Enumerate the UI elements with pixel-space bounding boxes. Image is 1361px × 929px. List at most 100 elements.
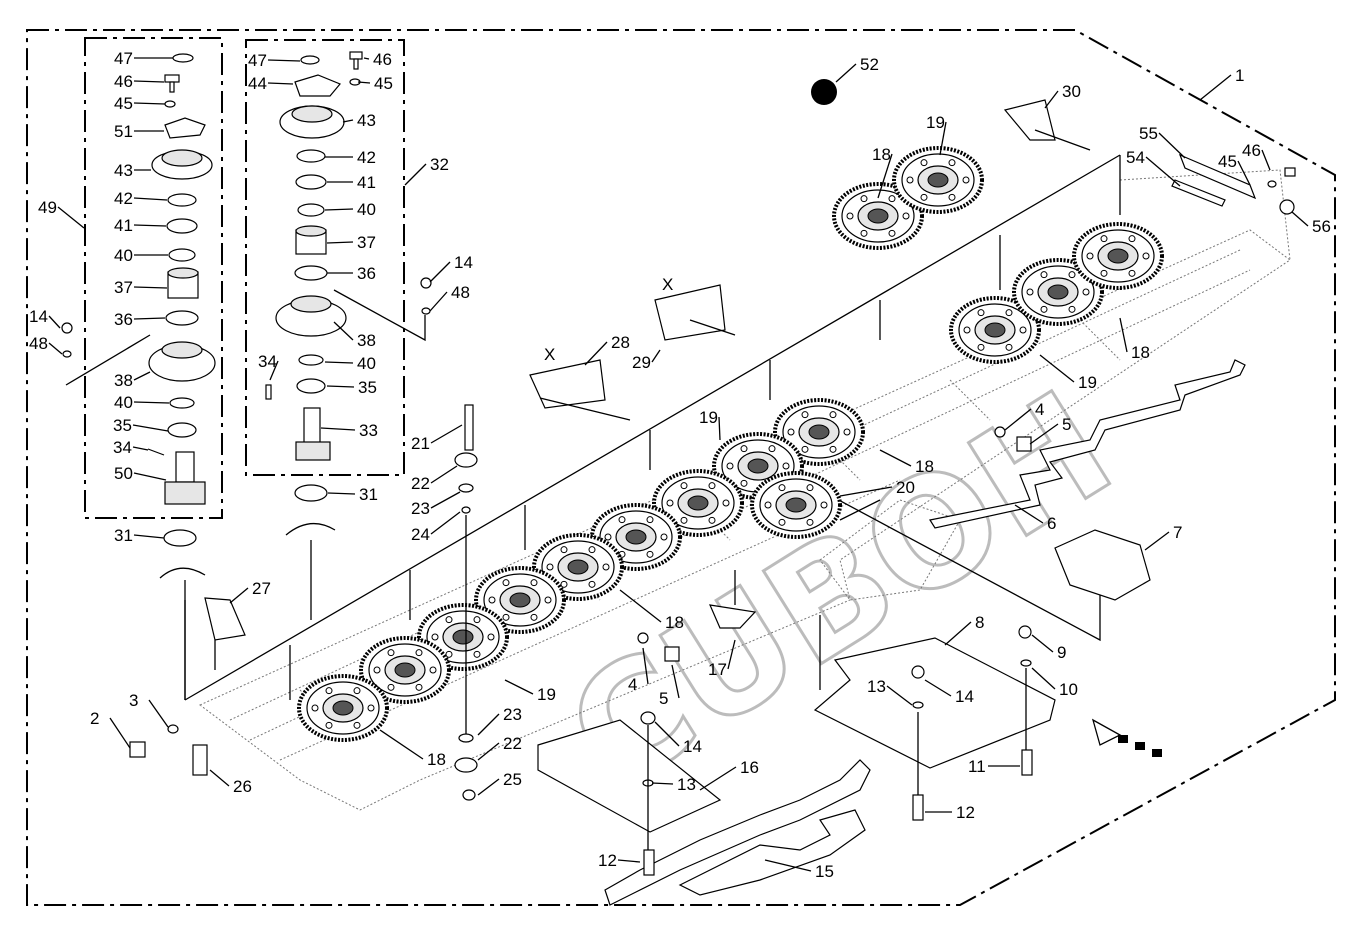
part-label-p46c: 46: [1242, 141, 1261, 160]
part-label-p26: 26: [233, 777, 252, 796]
part-label-p45a: 45: [374, 74, 393, 93]
part-label-p10: 10: [1059, 680, 1078, 699]
leader-p18c: [879, 449, 912, 467]
leader-p46c: [1261, 149, 1271, 171]
part-label-p50: 50: [114, 464, 133, 483]
leader-p14c: [429, 261, 451, 283]
leader-p19c: [718, 416, 721, 441]
part-label-p37a: 37: [357, 233, 376, 252]
leader-p46b: [133, 80, 165, 83]
part-label-p27: 27: [252, 579, 271, 598]
leader-p54: [1145, 156, 1181, 187]
leader-p4b: [1004, 408, 1032, 431]
part-label-p34a: 34: [258, 352, 277, 371]
part-label-p40d: 40: [114, 393, 133, 412]
part-label-p45c: 45: [1218, 152, 1237, 171]
leader-p34a: [269, 360, 279, 381]
leader-p35b: [132, 424, 169, 432]
leader-p18b: [1119, 317, 1128, 353]
part-label-p22b: 22: [503, 734, 522, 753]
part-label-p47a: 47: [248, 51, 267, 70]
part-label-p12b: 12: [598, 851, 617, 870]
leader-p18d: [619, 589, 662, 623]
leader-p23a: [430, 491, 461, 509]
part-label-p55: 55: [1139, 124, 1158, 143]
leader-p14d: [48, 315, 61, 329]
part-label-p25: 25: [503, 770, 522, 789]
leader-p7: [1144, 531, 1170, 551]
leader-p41b: [133, 224, 167, 227]
leader-p30: [1044, 90, 1059, 109]
spur-gear: [1072, 222, 1164, 290]
leader-p21: [430, 424, 463, 444]
spur-gear: [712, 432, 804, 500]
spur-gear: [297, 674, 389, 742]
part-label-p38a: 38: [357, 331, 376, 350]
part-label-p49: 49: [38, 198, 57, 217]
part-label-p23b: 23: [503, 705, 522, 724]
part-label-p18b: 18: [1131, 343, 1150, 362]
leader-p45c: [1237, 160, 1251, 186]
leader-p32: [404, 163, 427, 186]
leader-p2: [109, 717, 131, 749]
part-label-p18d: 18: [665, 613, 684, 632]
part-label-p18c: 18: [915, 457, 934, 476]
part-label-p31a: 31: [114, 526, 133, 545]
part-label-p34b: 34: [113, 438, 132, 457]
part-label-p47b: 47: [114, 49, 133, 68]
leader-p34b: [132, 446, 149, 451]
leader-p23b: [477, 713, 500, 736]
leader-p38a: [333, 321, 354, 341]
part-label-p28: 28: [611, 333, 630, 352]
leader-p18a: [877, 153, 893, 199]
leader-p6: [1014, 504, 1044, 524]
part-label-p48b: 48: [29, 334, 48, 353]
leader-p42b: [133, 197, 168, 201]
part-label-p17: 17: [708, 660, 727, 679]
leader-p36b: [133, 317, 166, 320]
part-label-p14b: 14: [683, 737, 702, 756]
part-label-p46b: 46: [114, 72, 133, 91]
leader-p31a: [133, 534, 165, 539]
leader-p19a: [939, 121, 947, 156]
leader-p40d: [133, 401, 170, 404]
leader-p14b: [654, 721, 680, 747]
left-assembly-parts: [61, 53, 216, 700]
leader-p50: [133, 472, 167, 481]
part-label-p40c: 40: [114, 246, 133, 265]
part-label-p4a: 4: [628, 675, 637, 694]
part-label-p19c: 19: [699, 408, 718, 427]
part-label-p41a: 41: [357, 173, 376, 192]
leader-p37b: [133, 286, 168, 289]
leader-p44: [267, 82, 294, 85]
spur-gear: [892, 146, 984, 214]
leader-p26: [209, 769, 230, 787]
part-label-p54: 54: [1126, 148, 1145, 167]
middle-assembly-box: [245, 39, 405, 476]
part-label-p43a: 43: [357, 111, 376, 130]
part-label-p1: 1: [1235, 66, 1244, 85]
leader-p25: [477, 778, 500, 796]
leader-p10: [1031, 667, 1056, 690]
leader-p8: [944, 621, 972, 646]
leader-p3: [148, 699, 169, 728]
part-label-p40b: 40: [357, 354, 376, 373]
part-label-p48a: 48: [451, 283, 470, 302]
leader-p27: [229, 587, 249, 604]
part-label-p14a: 14: [955, 687, 974, 706]
leader-p4a: [642, 647, 649, 685]
part-label-p36b: 36: [114, 310, 133, 329]
leader-p13b: [651, 782, 674, 785]
part-label-p19a: 19: [926, 113, 945, 132]
leader-p12b: [617, 859, 641, 863]
left-assembly-box: [84, 37, 223, 519]
part-label-p29: 29: [632, 353, 651, 372]
leader-p22a: [430, 465, 458, 484]
part-label-p14c: 14: [454, 253, 473, 272]
part-label-p43b: 43: [114, 161, 133, 180]
axis-drop-lines: [289, 155, 1121, 700]
reference-dot: [811, 79, 837, 105]
part-label-p21: 21: [411, 434, 430, 453]
part-label-p35a: 35: [358, 378, 377, 397]
